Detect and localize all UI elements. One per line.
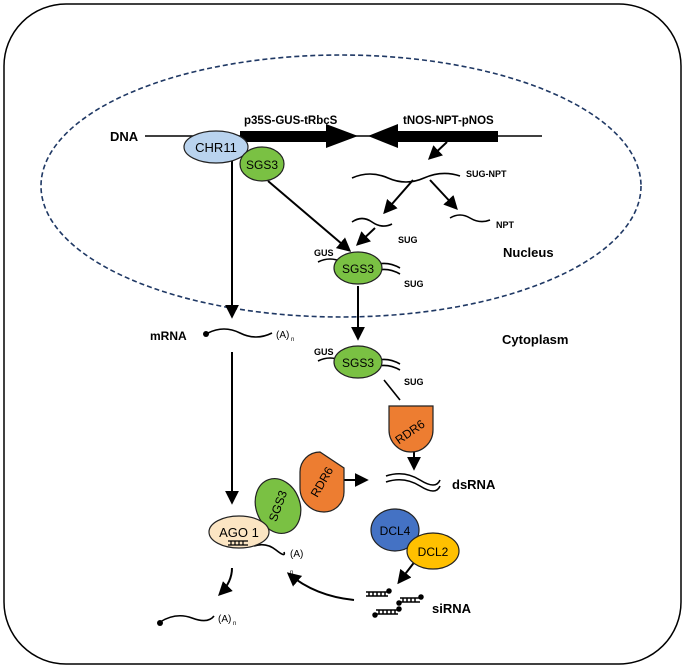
- mrna-polya-label: (A) n: [276, 330, 294, 343]
- gus-label-cytoplasm: GUS: [314, 347, 334, 357]
- nucleus-label: Nucleus: [503, 245, 554, 260]
- dcl2-label: DCL2: [418, 545, 449, 559]
- cleaved-mrna-cap: [157, 620, 163, 626]
- ago1-polya-label: (A) n: [290, 549, 303, 576]
- mrna-label: mRNA: [150, 329, 187, 343]
- polya-text: (A): [276, 330, 289, 341]
- arrow-sirna-to-ago1: [286, 572, 355, 601]
- dcl2-protein: DCL2: [406, 532, 460, 570]
- arrow-sgs3-to-complex: [267, 180, 352, 252]
- sgs3-label: SGS3: [342, 356, 374, 370]
- sugnpt-transcript: [351, 172, 461, 183]
- arrow-dcl-to-sirna: [397, 559, 417, 585]
- chr11-protein: CHR11: [183, 130, 249, 164]
- sug-label-nucleus-free: SUG: [398, 235, 418, 245]
- sgs3-cytoplasm-complex: SGS3: [333, 345, 383, 379]
- sug-to-rdr6-line: [383, 379, 401, 401]
- sirna-label: siRNA: [432, 601, 472, 616]
- arrow-sugnpt-to-npt: [429, 179, 458, 211]
- polya-text: (A): [218, 614, 231, 625]
- dsrna-strand-1: [385, 472, 441, 486]
- cleaved-mrna-transcript: [159, 614, 215, 623]
- sgs3-label: SGS3: [342, 262, 374, 276]
- transgene-arrow-right: [368, 124, 498, 148]
- npt-label: NPT: [496, 220, 515, 230]
- rdr6-protein: RDR6: [388, 405, 434, 453]
- ago1-target-strand: [253, 543, 286, 556]
- dsrna-label: dsRNA: [452, 477, 496, 492]
- polya-subscript: n: [290, 570, 293, 576]
- sug-transcript: [351, 217, 393, 227]
- mrna-cap: [203, 331, 209, 337]
- sgs3-ago-complex: SGS3: [254, 478, 302, 534]
- sgs3-label: SGS3: [246, 158, 278, 172]
- sug-npt-label: SUG-NPT: [466, 169, 507, 179]
- arrow-sug-to-complex: [355, 227, 376, 246]
- dcl4-label: DCL4: [380, 524, 411, 538]
- arrow-sugnpt-to-sug: [383, 179, 414, 215]
- polya-subscript: n: [291, 337, 294, 343]
- sug-label-cytoplasm: SUG: [404, 377, 424, 387]
- sgs3-nucleus-dna: SGS3: [239, 146, 285, 182]
- cell-boundary: [3, 3, 682, 665]
- chr11-label: CHR11: [195, 140, 237, 155]
- arrow-into-sugnpt: [427, 141, 448, 160]
- sirna-duplex-1: [366, 588, 392, 597]
- cytoplasm-label: Cytoplasm: [502, 332, 568, 347]
- dcl4-protein: DCL4: [370, 508, 420, 552]
- transgene-arrow-left: [240, 124, 358, 148]
- polya-subscript: n: [233, 621, 236, 627]
- rdr6-ago-complex: RDR6: [299, 451, 345, 513]
- sgs3-nucleus-complex: SGS3: [333, 251, 383, 285]
- sirna-duplex-3: [372, 606, 402, 618]
- polya-text: (A): [290, 549, 303, 560]
- cleaved-polya-label: (A) n: [218, 614, 236, 627]
- nucleus-membrane: [40, 54, 642, 318]
- dsrna-strand-2: [385, 478, 441, 492]
- arrow-ago1-to-cleaved: [218, 567, 233, 596]
- transgene-left-label: p35S-GUS-tRbcS: [244, 115, 338, 127]
- transgene-right-label: tNOS-NPT-pNOS: [403, 115, 494, 127]
- dna-label: DNA: [110, 129, 139, 144]
- mrna-transcript: [207, 328, 273, 338]
- sirna-duplex-2: [396, 594, 424, 606]
- ago1-label: AGO 1: [219, 525, 259, 540]
- gus-label-nucleus: GUS: [314, 248, 334, 258]
- sug-label-nucleus-complex: SUG: [404, 279, 424, 289]
- ago1-bound-sirna: [228, 540, 248, 546]
- ago1-protein: AGO 1: [208, 515, 270, 549]
- npt-transcript: [449, 214, 491, 223]
